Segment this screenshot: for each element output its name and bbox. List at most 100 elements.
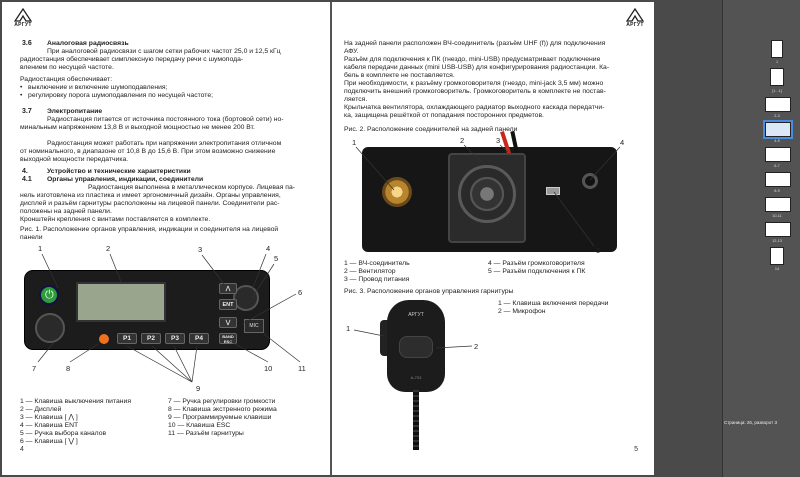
callout-number: 3 — [496, 136, 501, 145]
paragraph-line: Радиостанция питается от источника посто… — [47, 116, 284, 123]
thumbnail-page-1[interactable] — [771, 40, 783, 58]
legend-item: 5 — Разъём подключения к ПК — [488, 268, 586, 275]
page-number: 5 — [634, 446, 638, 453]
legend-item: 9 — Программируемые клавиши — [168, 414, 272, 421]
paragraph-line: АФУ. — [344, 48, 359, 55]
argut-logo: АРГУТ — [8, 8, 38, 28]
page-right: АРГУТ На задней панели расположен ВЧ-сое… — [332, 2, 654, 475]
callout-number: 9 — [196, 384, 201, 393]
thumbnail-spread-8-9[interactable] — [765, 172, 791, 187]
section-number: 3.7 — [22, 108, 32, 115]
callout-number: 4 — [620, 138, 625, 147]
legend-item: 5 — Ручка выбора каналов — [20, 430, 107, 437]
mic-ptt-side — [380, 320, 388, 356]
volume-knob — [35, 313, 65, 343]
paragraph-line: Разъём для подключения к ПК (гнездо, min… — [344, 56, 601, 63]
page-number: 4 — [20, 446, 24, 453]
callout-number: 8 — [66, 364, 71, 373]
section-title: Органы управления, индикации, соединител… — [47, 176, 204, 183]
callout-number: 1 — [352, 138, 357, 147]
paragraph-line: нель изготовлена из пластика и имеет эрг… — [20, 192, 281, 199]
paragraph-line: бель в комплекте не поставляется. — [344, 72, 455, 79]
legend-item: 2 — Вентилятор — [344, 268, 396, 275]
speaker-jack — [582, 173, 598, 189]
paragraph-line: Крыльчатка вентилятора, охлаждающего рад… — [344, 104, 605, 111]
paragraph-line: Радиостанция выполнена в металлическом к… — [88, 184, 295, 191]
down-key: ⋁ — [219, 317, 237, 328]
emergency-key — [99, 334, 109, 344]
paragraph-line: влением по несущей частоте. — [20, 64, 114, 71]
up-key: ⋀ — [219, 283, 237, 294]
cooling-fan — [448, 153, 526, 243]
paragraph-line: положены на задней панели. — [20, 208, 112, 215]
thumbnail-label: [1...1] — [772, 89, 782, 93]
paragraph-line: дисплей и разъём гарнитуры расположены н… — [20, 200, 280, 207]
thumbnail-label: 1 — [775, 60, 779, 64]
callout-number: 6 — [298, 288, 303, 297]
paragraph-line: минальным напряжением 13,8 В и выходной … — [20, 124, 255, 131]
paragraph-line: При необходимости, к разъёму громкоговор… — [344, 80, 604, 87]
thumbnail-label: 8-9 — [774, 189, 780, 193]
paragraph-line: На задней панели расположен ВЧ-соедините… — [344, 40, 606, 47]
brand-text: АРГУТ — [14, 22, 32, 28]
callout-number: 2 — [106, 244, 111, 253]
thumbnail-label: 10-11 — [772, 214, 782, 218]
section-number: 4.1 — [22, 176, 32, 183]
pages-panel[interactable]: 1 [1...1] 2-3 4-5 6-7 8-9 10-11 12-13 14 — [722, 0, 800, 477]
paragraph-line: выходной мощности передатчика. — [20, 156, 129, 163]
paragraph-line: подключить внешний громкоговоритель. Гро… — [344, 88, 606, 95]
paragraph-line: Кронштейн крепления с винтами поставляет… — [20, 216, 211, 223]
legend-item: 8 — Клавиша экстренного режима — [168, 406, 277, 413]
thumbnail-page-blank[interactable] — [770, 68, 784, 86]
thumbnail-spread-6-7[interactable] — [765, 147, 791, 162]
legend-item: 2 — Дисплей — [20, 406, 62, 413]
thumbnail-label: 4-5 — [774, 139, 780, 143]
mic-jack: MIC — [244, 319, 264, 333]
thumbnail-spread-4-5[interactable] — [763, 120, 793, 139]
legend-item: 11 — Разъём гарнитуры — [168, 430, 244, 437]
section-number: 4. — [22, 168, 28, 175]
callout-number: 5 — [274, 254, 279, 263]
paragraph-line: ляется. — [344, 96, 368, 103]
p3-key: P3 — [165, 333, 185, 344]
p2-key: P2 — [141, 333, 161, 344]
callout-number: 10 — [264, 364, 273, 373]
thumbnail-page-14[interactable] — [770, 247, 784, 265]
paragraph-line: кабеля передачи данных (mini USB-USB) дл… — [344, 64, 610, 71]
brand-text: АРГУТ — [626, 22, 644, 28]
legend-item: 4 — Разъём громкоговорителя — [488, 260, 585, 267]
callout-number: 7 — [32, 364, 37, 373]
thumbnail-spread-2-3[interactable] — [765, 97, 791, 112]
esc-key: BAND ESC — [219, 333, 237, 344]
thumbnail-label: 2-3 — [774, 114, 780, 118]
thumbnail-spread-10-11[interactable] — [765, 197, 791, 212]
section-number: 3.6 — [22, 40, 32, 47]
bullet-item: • выключение и включение шумоподавления; — [20, 84, 168, 91]
callout-lines — [37, 253, 301, 383]
ent-key: ENT — [219, 299, 237, 310]
paragraph-line: от номинального, в диапазоне от 10,8 В д… — [20, 148, 276, 155]
legend-item: 3 — Провод питания — [344, 276, 410, 283]
paragraph-line: Радиостанция обеспечивает: — [20, 76, 113, 83]
usb-port — [546, 187, 560, 195]
mic-brand: АРГУТ — [408, 312, 424, 318]
document-viewer[interactable]: АРГУТ 3.6 Аналоговая радиосвязь При анал… — [0, 0, 722, 477]
rear-callout-lines — [355, 144, 621, 247]
channel-knob — [233, 285, 259, 311]
legend-item: 1 — Клавиша включения передачи — [498, 300, 609, 307]
mic-grille — [399, 336, 433, 358]
thumbnail-spread-12-13[interactable] — [765, 222, 791, 237]
legend-item: 2 — Микрофон — [498, 308, 546, 315]
section-title: Электропитание — [47, 108, 103, 115]
page-gutter — [328, 2, 332, 475]
paragraph-line: При аналоговой радиосвязи с шагом сетки … — [47, 48, 281, 55]
p4-key: P4 — [189, 333, 209, 344]
paragraph-line: радиостанция обеспечивает симплексную пе… — [20, 56, 244, 63]
paragraph-line: ка, защищена решёткой от попадания посто… — [344, 112, 544, 119]
figure-caption: Рис. 1. Расположение органов управления,… — [20, 226, 279, 233]
bullet-item: • регулировку порога шумоподавления по н… — [20, 92, 213, 99]
legend-item: 1 — ВЧ-соединитель — [344, 260, 410, 267]
mic-callout-lines — [353, 329, 473, 349]
legend-item: 1 — Клавиша выключения питания — [20, 398, 132, 405]
callout-number: 1 — [38, 244, 43, 253]
